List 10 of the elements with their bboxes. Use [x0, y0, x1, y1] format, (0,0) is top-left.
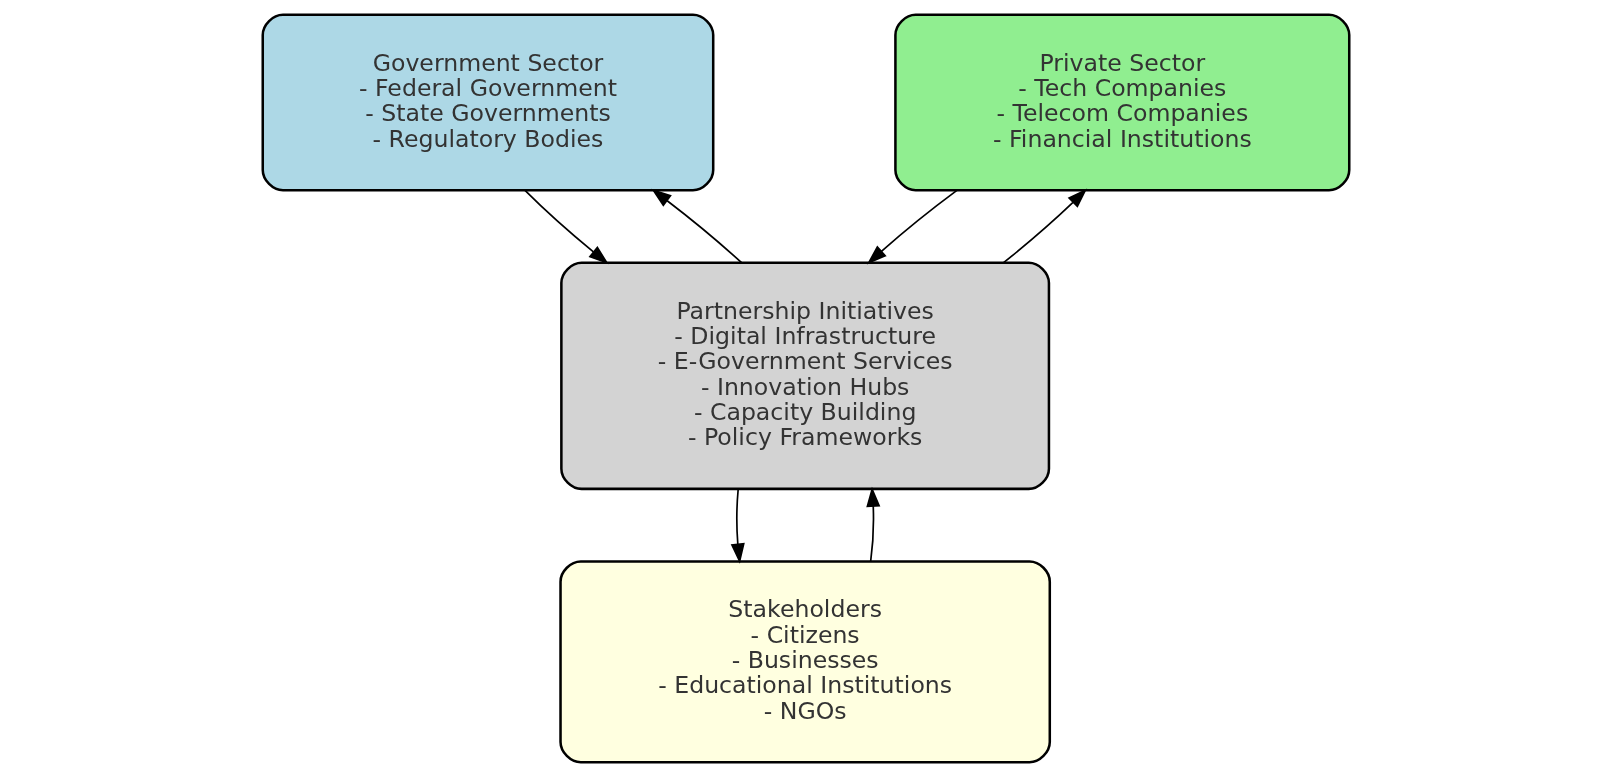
arrow	[523, 189, 609, 265]
arrow	[866, 189, 958, 265]
node-box: Government Sector - Federal Government - State Governments - Regulatory Bodies	[261, 13, 714, 192]
arrow	[730, 488, 745, 564]
arrow	[865, 486, 880, 562]
arrow	[650, 188, 742, 264]
node-box: Partnership Initiatives - Digital Infrastructure - E-Government Services - Innovation Hubs - Capacity Building - Policy Frameworks	[559, 261, 1050, 491]
node-box: Stakeholders - Citizens - Businesses - Educational Institutions - NGOs	[558, 560, 1051, 764]
node-box: Private Sector - Tech Companies - Telecom Companies - Financial Institutions	[893, 13, 1350, 192]
arrow	[1002, 188, 1087, 264]
